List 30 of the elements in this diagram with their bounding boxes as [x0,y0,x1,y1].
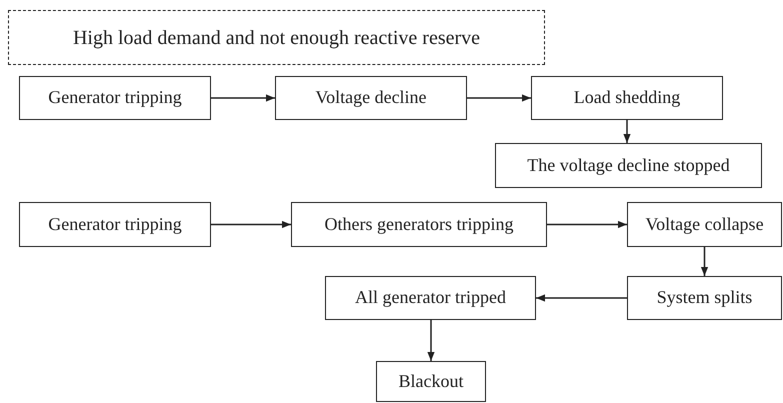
process-box [627,202,782,247]
arrow [700,247,708,276]
box-label: All generator tripped [355,288,506,308]
note-box [8,10,545,65]
process-box [495,143,762,188]
process-box [291,202,547,247]
box-label: Blackout [398,372,464,392]
process-box [627,276,782,320]
box-label: Voltage decline [315,88,427,108]
arrow [211,94,275,102]
box-label: System splits [656,288,752,308]
arrow [427,320,435,361]
process-box [19,202,211,247]
box-label: Generator tripping [48,88,182,108]
process-box [325,276,536,320]
process-box [376,361,486,402]
process-box [19,76,211,120]
process-box [531,76,723,120]
box-label: Generator tripping [48,214,182,234]
arrow [536,294,627,302]
process-box [275,76,467,120]
box-label: Others generators tripping [324,214,514,234]
box-label: Voltage collapse [645,214,764,234]
box-label: High load demand and not enough reactive reserve [72,26,480,48]
arrow [211,220,291,228]
arrow [547,220,627,228]
arrow [623,120,631,143]
box-label: The voltage decline stopped [527,156,730,176]
arrow [467,94,531,102]
box-label: Load shedding [574,88,680,108]
